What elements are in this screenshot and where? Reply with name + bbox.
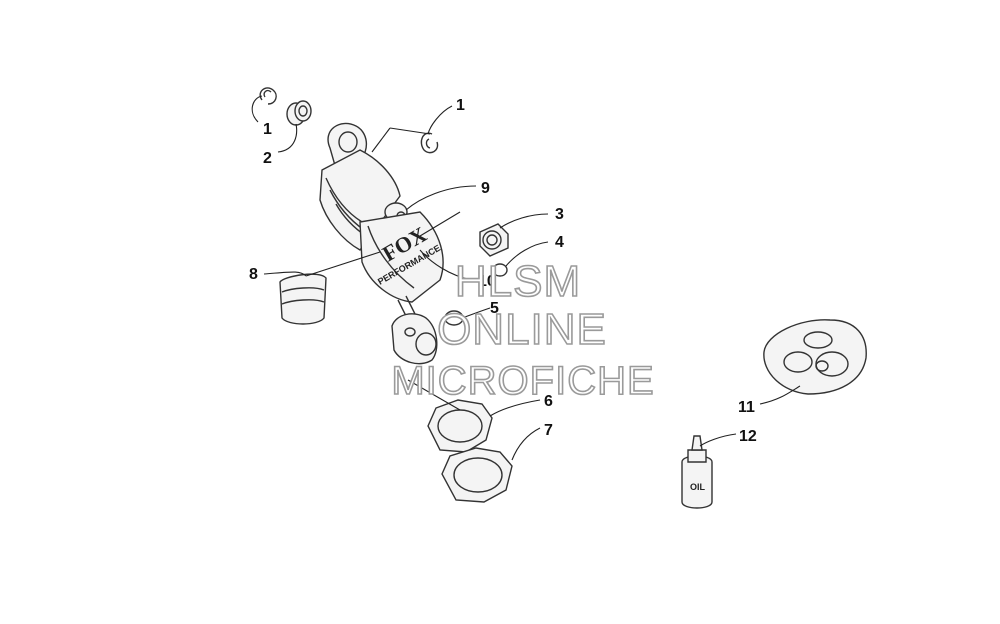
- callout-1-left: 1: [263, 121, 272, 138]
- callout-10: 10: [478, 273, 496, 290]
- spring-retainer-lower: [441, 447, 513, 503]
- watermark-line-1: HLSM: [455, 257, 581, 306]
- callout-3: 3: [555, 206, 564, 223]
- snap-ring-right: [420, 132, 439, 154]
- watermark: HLSM ONLINE MICROFICHE: [391, 256, 655, 404]
- callout-1-right: 1: [456, 97, 465, 114]
- callout-numbers: 1 2 1 9 3 4 8 10 5 6 7 11 12: [249, 97, 757, 445]
- callout-7: 7: [544, 422, 553, 439]
- bushing: [286, 100, 312, 126]
- watermark-line-2: ONLINE: [437, 305, 607, 354]
- leader-lines: [251, 95, 801, 461]
- watermark-line-3: MICROFICHE: [391, 359, 654, 403]
- shock-absorber: FOX PERFORMANCE: [319, 122, 444, 365]
- oil-bottle-label: OIL: [690, 482, 706, 492]
- callout-9: 9: [481, 180, 490, 197]
- callout-2: 2: [263, 150, 272, 167]
- callout-11: 11: [738, 399, 755, 416]
- spring-retainer-upper: [427, 399, 493, 453]
- callout-8: 8: [249, 266, 258, 283]
- adjuster-nut: [479, 223, 509, 257]
- callout-5: 5: [490, 300, 499, 317]
- oil-bottle: OIL: [681, 435, 713, 509]
- callout-12: 12: [739, 428, 757, 445]
- snap-ring-left: [259, 87, 277, 105]
- bump-stop-sleeve: [279, 273, 327, 325]
- callout-4: 4: [555, 234, 564, 251]
- seal-kit: [763, 319, 867, 395]
- callout-6: 6: [544, 393, 553, 410]
- o-ring: [492, 263, 508, 277]
